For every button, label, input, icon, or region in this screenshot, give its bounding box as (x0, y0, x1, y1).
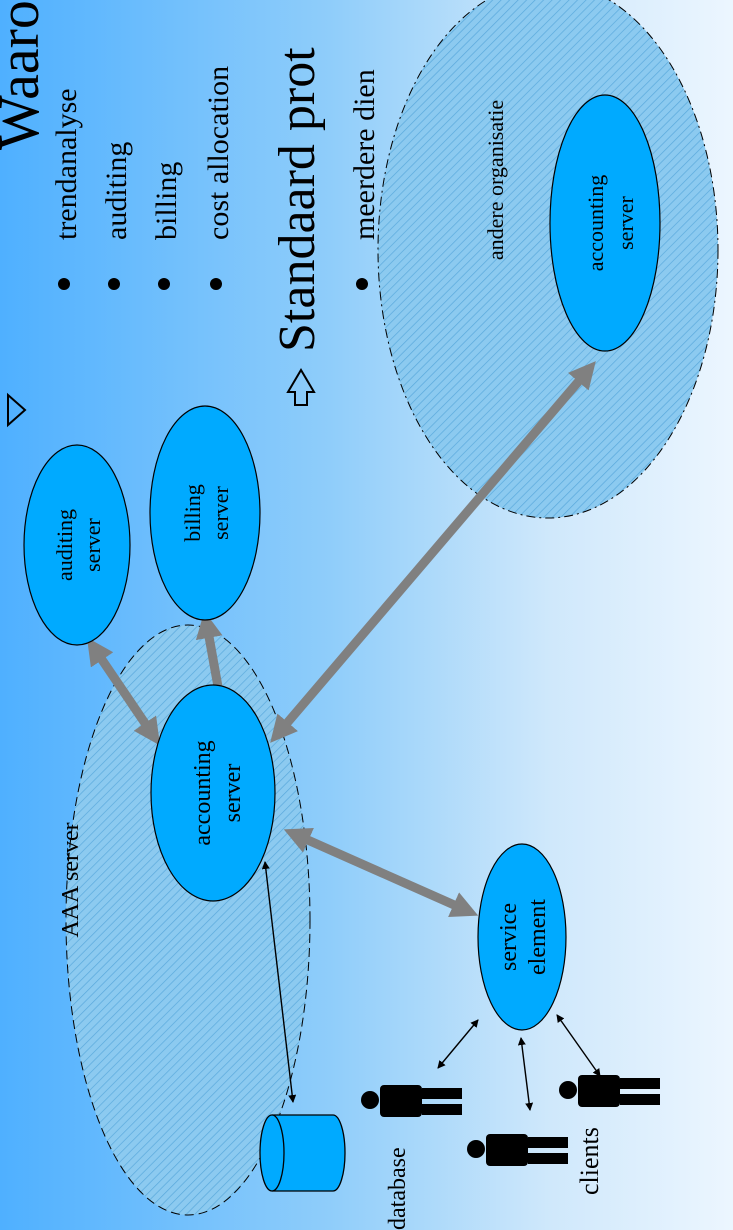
aaa-server-label: AAA server (58, 822, 84, 937)
remote-accounting-server-line2: server (613, 195, 638, 249)
billing-server-line2: server (208, 485, 233, 539)
bullet-dot (158, 278, 170, 290)
arrow-client-1 (437, 1019, 479, 1069)
accounting-server-line1: accounting (190, 740, 216, 845)
arrow-auditing (86, 637, 161, 746)
service-element-line2: element (525, 899, 551, 975)
billing-server-line1: billing (180, 484, 205, 541)
person-icon (559, 1075, 660, 1107)
billing-server-node (149, 405, 261, 621)
other-organisation-label: andere organisatie (483, 100, 508, 260)
clients-label: clients (575, 1127, 604, 1195)
service-element-node (477, 843, 567, 1031)
service-element-line1: service (496, 903, 522, 971)
arrow-client-3 (556, 1014, 601, 1077)
other-organisation-region (377, 0, 719, 519)
auditing-server-node (23, 444, 131, 646)
auditing-server-line1: auditing (52, 509, 77, 581)
bullet-dot (58, 278, 70, 290)
person-icon (467, 1134, 568, 1166)
bullet-dot (108, 278, 120, 290)
title: Waarom (0, 0, 51, 150)
bullet-item: trendanalyse (50, 88, 83, 240)
bullet-list: trendanalyse auditing billing cost alloc… (50, 66, 235, 290)
database-icon (259, 1114, 346, 1192)
accounting-server-node (150, 684, 276, 902)
title-bullet-icon (286, 368, 316, 406)
arrow-service-element (283, 827, 479, 918)
arrow-remote-accounting (270, 361, 596, 743)
bullet-item: auditing (100, 142, 133, 240)
client-arrows (261, 861, 601, 1111)
remote-accounting-server-node (549, 94, 661, 352)
section2-title: Standaard prot (269, 47, 326, 352)
section2-bullet: meerdere dien (348, 69, 381, 240)
bullet-item: cost allocation (202, 66, 235, 240)
database-label: database (385, 1147, 411, 1230)
accounting-server-line2: server (220, 764, 246, 823)
arrow-client-2 (517, 1037, 534, 1111)
remote-accounting-server-line1: accounting (583, 175, 608, 272)
person-icon (361, 1085, 462, 1117)
bullet-item: billing (150, 162, 183, 240)
title-arrow-icon (7, 392, 27, 428)
bullet-dot (356, 278, 368, 290)
arrow-database (261, 861, 297, 1103)
auditing-server-line2: server (80, 517, 105, 571)
bullet-dot (210, 278, 222, 290)
